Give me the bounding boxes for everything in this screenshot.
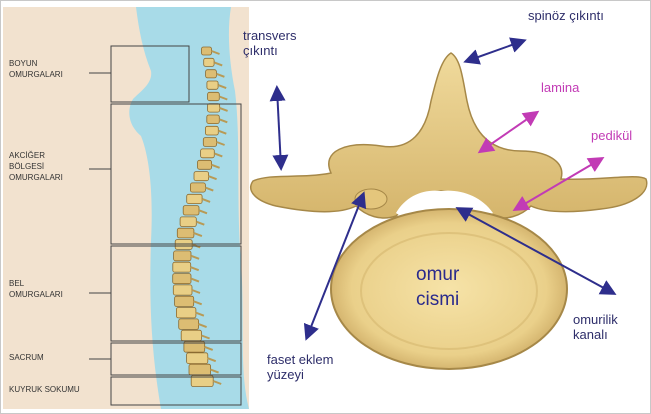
- side-vertebra: [173, 262, 191, 272]
- label-transvers: transvers çıkıntı: [243, 29, 296, 59]
- label-faset: faset eklem yüzeyi: [267, 353, 333, 383]
- label-sacrum: SACRUM: [9, 353, 44, 364]
- label-omurilik: omurilik kanalı: [573, 313, 618, 343]
- label-cervical-line-2: OMURGALARI: [9, 70, 63, 81]
- side-vertebra: [207, 115, 220, 124]
- arrow-transvers: [277, 89, 281, 167]
- label-transvers-line-1: transvers: [243, 29, 296, 44]
- label-thoracic-line-1: AKCİĞER: [9, 151, 63, 162]
- side-vertebra: [175, 296, 194, 306]
- label-thoracic: AKCİĞER BÖLGESİ OMURGALARI: [9, 151, 63, 183]
- label-omurilik-line-1: omurilik: [573, 313, 618, 328]
- label-lumbar-line-2: OMURGALARI: [9, 290, 63, 301]
- label-lumbar-line-1: BEL: [9, 279, 63, 290]
- arrow-spinoz: [467, 41, 523, 61]
- label-thoracic-line-3: OMURGALARI: [9, 173, 63, 184]
- side-vertebra: [203, 138, 216, 147]
- side-vertebra: [205, 126, 218, 135]
- side-vertebra: [206, 70, 217, 78]
- side-vertebra: [208, 104, 220, 113]
- label-faset-line-1: faset eklem: [267, 353, 333, 368]
- side-vertebra: [174, 251, 191, 261]
- side-vertebra: [181, 330, 201, 341]
- label-lamina: lamina: [541, 81, 579, 96]
- label-lumbar: BEL OMURGALARI: [9, 279, 63, 301]
- label-omur-cismi-line-2: cismi: [416, 288, 459, 313]
- side-vertebra: [180, 217, 196, 227]
- label-transvers-line-2: çıkıntı: [243, 44, 296, 59]
- label-cervical-line-1: BOYUN: [9, 59, 63, 70]
- label-sacrum-line-1: SACRUM: [9, 353, 44, 364]
- side-vertebra: [202, 47, 212, 55]
- label-coccyx-line-1: KUYRUK SOKUMU: [9, 385, 80, 396]
- arrow-lamina: [481, 113, 536, 151]
- label-omur-cismi: omur cismi: [416, 263, 459, 312]
- side-vertebra: [189, 364, 211, 375]
- side-vertebra: [201, 149, 215, 158]
- side-vertebra: [173, 285, 192, 295]
- side-vertebra: [187, 353, 208, 364]
- label-thoracic-line-2: BÖLGESİ: [9, 162, 63, 173]
- label-cervical: BOYUN OMURGALARI: [9, 59, 63, 81]
- side-vertebra: [204, 58, 214, 66]
- side-vertebra: [190, 183, 205, 192]
- facet-joint-surface: [355, 189, 387, 209]
- label-omurilik-line-2: kanalı: [573, 328, 618, 343]
- label-faset-line-2: yüzeyi: [267, 368, 333, 383]
- label-pedikul: pedikül: [591, 129, 632, 144]
- side-vertebra: [194, 172, 209, 181]
- side-vertebra: [198, 160, 212, 169]
- side-vertebra: [208, 92, 220, 100]
- side-vertebra: [207, 81, 218, 89]
- side-vertebra: [176, 308, 196, 318]
- side-vertebra: [173, 274, 191, 284]
- side-vertebra: [187, 194, 202, 203]
- label-spinoz: spinöz çıkıntı: [528, 9, 604, 24]
- side-vertebra: [183, 206, 199, 215]
- side-vertebra: [177, 228, 194, 238]
- side-vertebra: [179, 319, 199, 330]
- label-coccyx: KUYRUK SOKUMU: [9, 385, 80, 396]
- label-omur-cismi-line-1: omur: [416, 263, 459, 288]
